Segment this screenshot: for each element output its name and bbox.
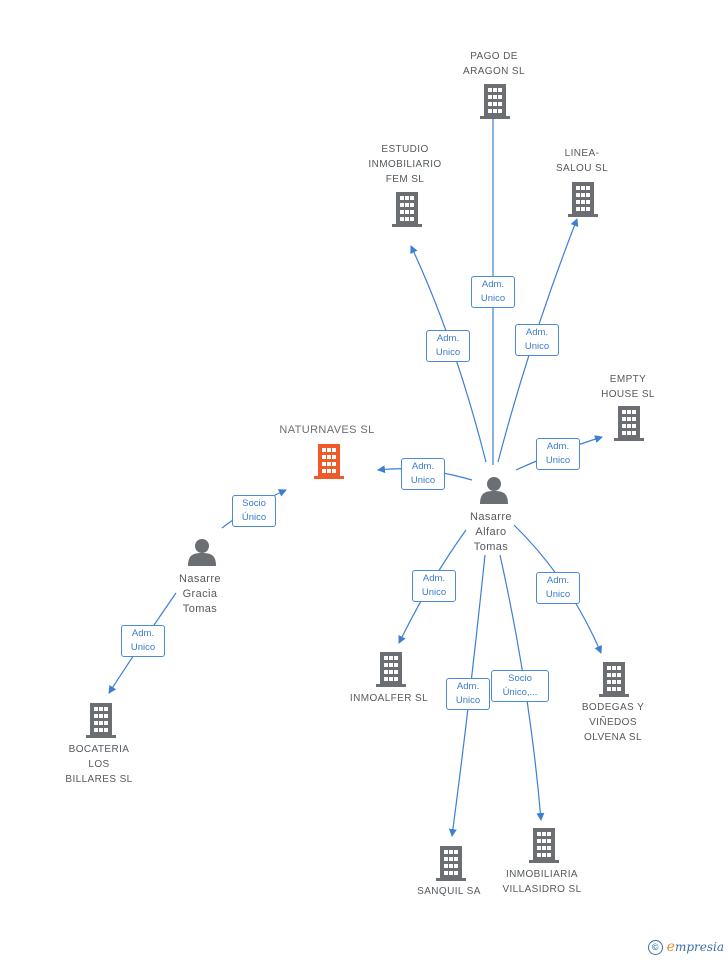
person-icon[interactable] <box>480 477 508 504</box>
building-icon[interactable] <box>86 703 116 738</box>
edge-label-to-sanquil[interactable]: Adm.Unico <box>446 678 490 710</box>
edge-label-to-estudio[interactable]: Adm.Unico <box>426 330 470 362</box>
brand-logo: empresia <box>666 939 724 955</box>
building-icon[interactable] <box>376 652 406 687</box>
node-label-pago-de-aragon[interactable]: PAGO DE ARAGON SL <box>463 51 525 77</box>
building-icon[interactable] <box>314 444 344 479</box>
building-icon[interactable] <box>614 406 644 441</box>
building-icon[interactable] <box>480 84 510 119</box>
node-label-estudio-inmobiliario[interactable]: ESTUDIO INMOBILIARIO FEM SL <box>368 144 442 185</box>
person-icon[interactable] <box>188 539 216 566</box>
edge-label-to-bocateria[interactable]: Adm.Unico <box>121 625 165 657</box>
node-label-linea-salou[interactable]: LINEA- SALOU SL <box>555 148 609 174</box>
node-label-nasarre-gracia[interactable]: Nasarre Gracia Tomas <box>179 573 221 615</box>
edge-label-to-bodegas[interactable]: Adm.Unico <box>536 572 580 604</box>
node-label-naturnaves[interactable]: NATURNAVES SL <box>279 424 375 436</box>
brand-footer[interactable]: © empresia <box>647 938 724 956</box>
building-icon[interactable] <box>568 182 598 217</box>
copyright-icon: © <box>647 939 663 955</box>
node-label-nasarre-alfaro[interactable]: Nasarre Alfaro Tomas <box>470 511 512 553</box>
node-label-inmobiliaria-villasidro[interactable]: INMOBILIARIA VILLASIDRO SL <box>502 869 582 895</box>
building-icon[interactable] <box>392 192 422 227</box>
edge-label-to-naturnaves[interactable]: Adm.Unico <box>401 458 445 490</box>
building-icon[interactable] <box>436 846 466 881</box>
building-icon[interactable] <box>529 828 559 863</box>
edge-label-to-pago[interactable]: Adm.Unico <box>471 276 515 308</box>
node-label-empty-house[interactable]: EMPTY HOUSE SL <box>601 374 655 400</box>
edge-label-to-linea[interactable]: Adm.Unico <box>515 324 559 356</box>
node-label-bocateria[interactable]: BOCATERIA LOS BILLARES SL <box>65 744 133 785</box>
node-label-sanquil[interactable]: SANQUIL SA <box>417 886 481 897</box>
node-label-bodegas[interactable]: BODEGAS Y VIÑEDOS OLVENA SL <box>581 702 645 743</box>
building-icon[interactable] <box>599 662 629 697</box>
node-label-inmoalfer[interactable]: INMOALFER SL <box>349 693 429 704</box>
edge-label-to-inmoalfer[interactable]: Adm.Unico <box>412 570 456 602</box>
edge-label-to-empty[interactable]: Adm.Unico <box>536 438 580 470</box>
